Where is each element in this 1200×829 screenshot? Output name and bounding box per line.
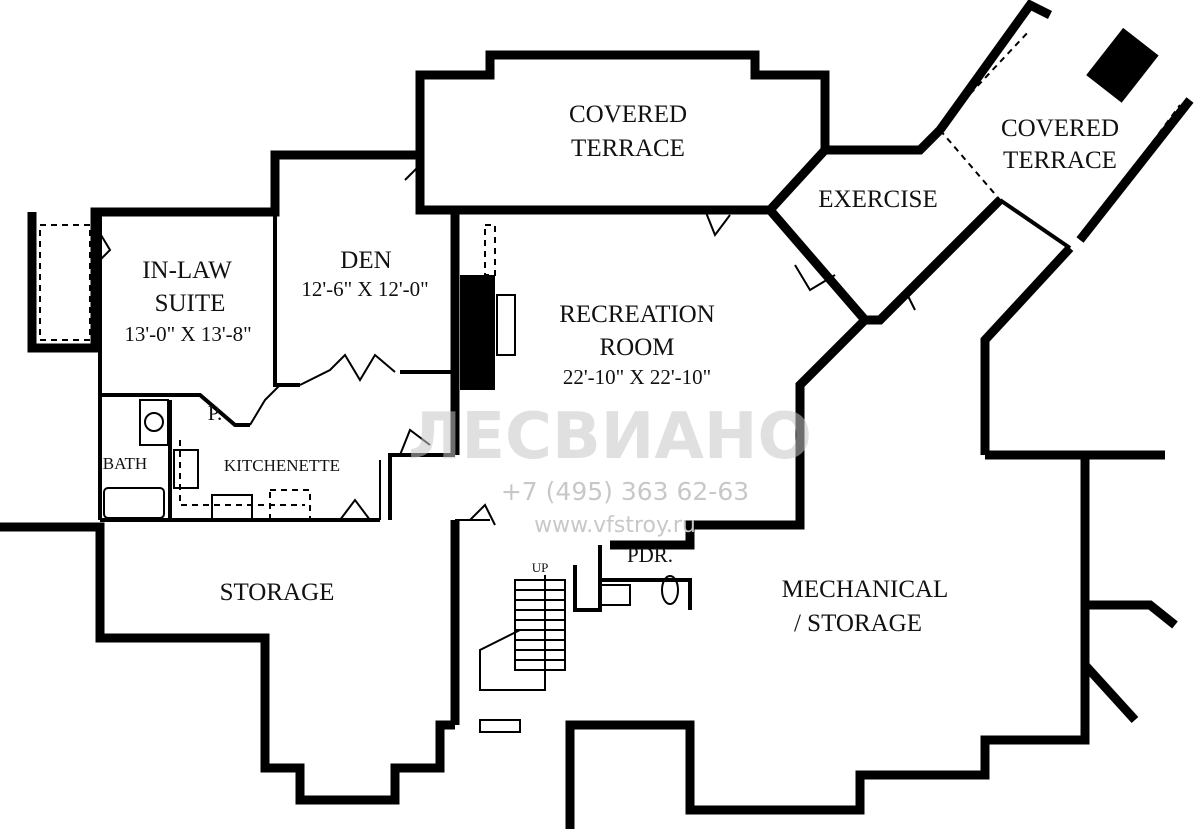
watermark-phone: +7 (495) 363 62-63 — [501, 477, 749, 506]
in-law-suite-size: 13'-0" X 13'-8" — [124, 322, 251, 346]
den-label: DEN — [340, 247, 391, 274]
stairs — [479, 575, 566, 733]
in-law-suite-label-line1: IN-LAW — [142, 257, 232, 284]
bath-label: BATH — [103, 454, 147, 473]
fireplace — [460, 275, 495, 390]
stair-up-label: UP — [532, 560, 549, 575]
kitchenette-label: KITCHENETTE — [224, 456, 340, 475]
mechanical-label-line2: / STORAGE — [794, 610, 922, 637]
mechanical-label-line1: MECHANICAL — [782, 576, 949, 603]
powder-room-label: PDR. — [627, 543, 673, 567]
watermark: ЛЕСВИАНО +7 (495) 363 62-63 www.vfstroy.… — [408, 400, 812, 538]
recreation-room-size: 22'-10" X 22'-10" — [563, 365, 711, 389]
watermark-logo: ЛЕСВИАНО — [408, 400, 812, 474]
exercise-label: EXERCISE — [818, 186, 937, 213]
in-law-suite-label-line2: SUITE — [155, 290, 226, 317]
storage-label: STORAGE — [220, 579, 335, 606]
covered-terrace-2-label-line1: COVERED — [1001, 115, 1119, 142]
watermark-url: www.vfstroy.ru — [534, 513, 696, 538]
pantry-label: P. — [208, 401, 223, 425]
recreation-room-label-line1: RECREATION — [559, 301, 715, 328]
covered-terrace-1-label-line2: TERRACE — [571, 135, 685, 162]
recreation-room-label-line2: ROOM — [599, 334, 674, 361]
den-size: 12'-6" X 12'-0" — [301, 277, 428, 301]
chimney — [1086, 27, 1159, 103]
interior-walls — [98, 198, 1072, 612]
covered-terrace-2-label-line2: TERRACE — [1003, 147, 1117, 174]
covered-terrace-1-label-line1: COVERED — [569, 101, 687, 128]
fixtures — [39, 29, 1181, 733]
room-labels: COVERED TERRACE COVERED TERRACE EXERCISE… — [103, 101, 1119, 637]
